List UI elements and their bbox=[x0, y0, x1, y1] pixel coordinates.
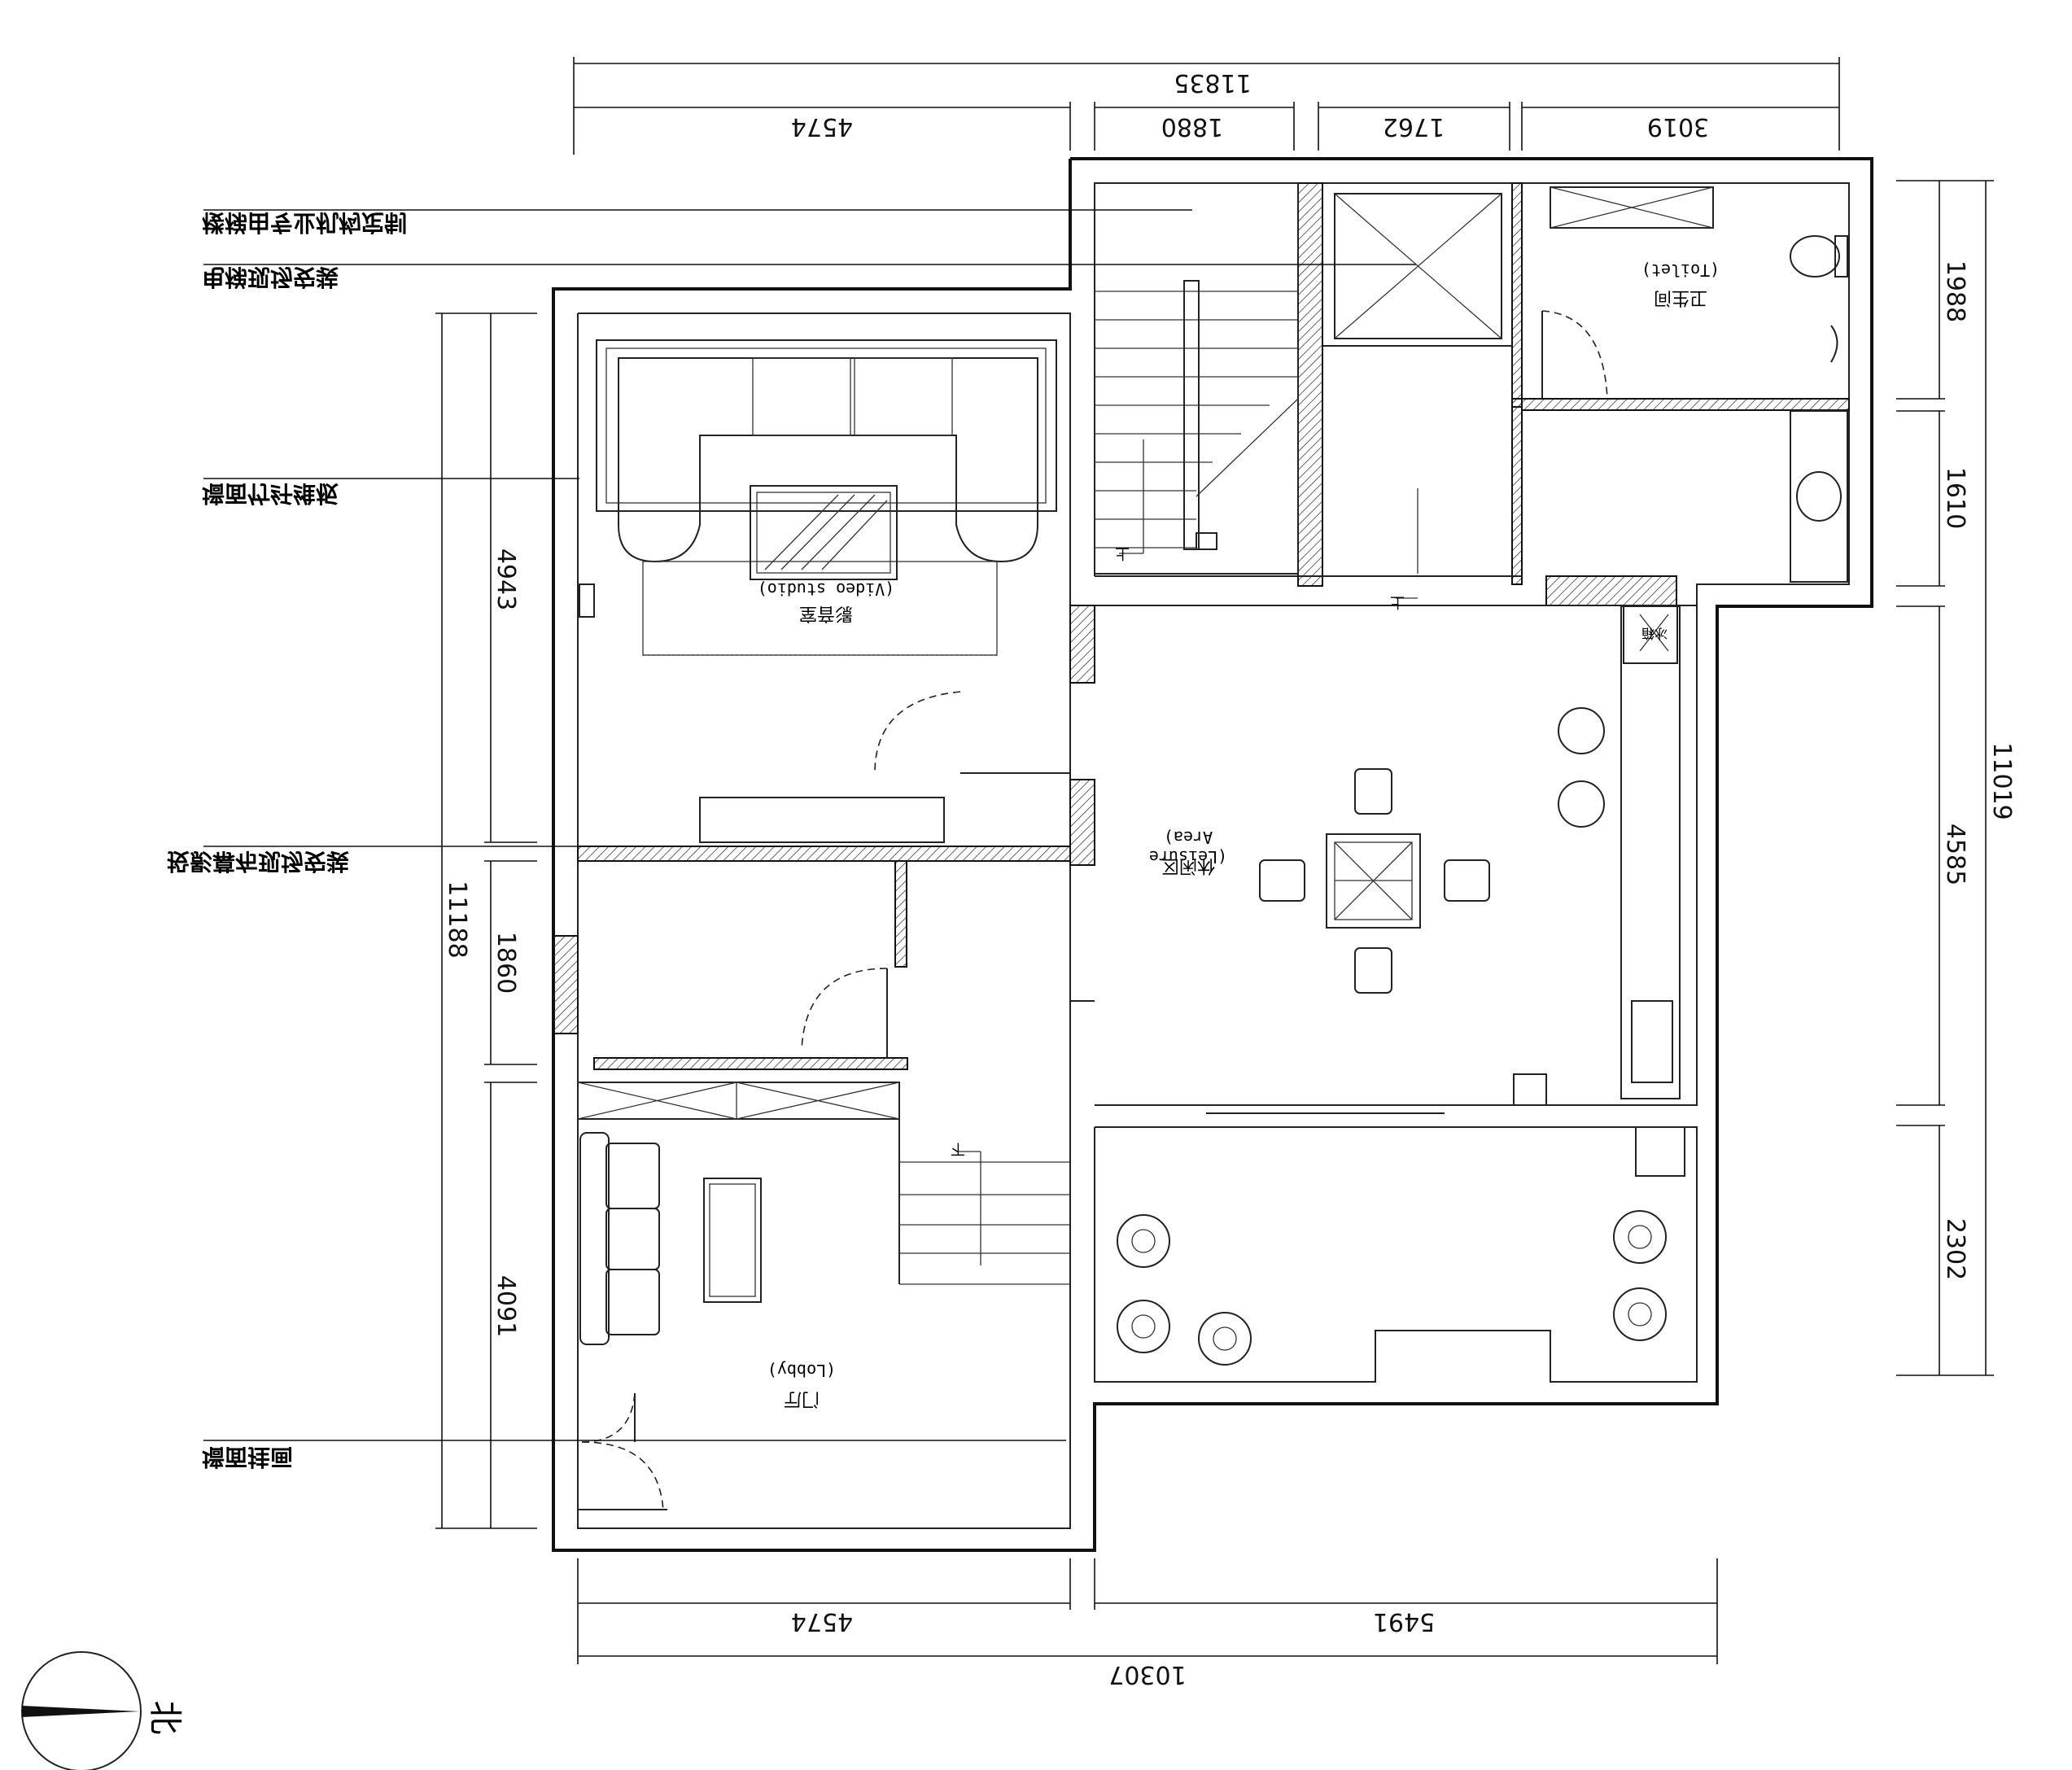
note-stairs: 楼梯由专业机构定制 bbox=[202, 209, 408, 236]
label-fridge: 冰箱 bbox=[1641, 626, 1668, 641]
compass-north-label: 北 bbox=[145, 1700, 186, 1735]
dim-bottom-total: 10307 bbox=[1108, 1660, 1186, 1689]
dim-right-2: 1610 bbox=[1941, 467, 1969, 529]
dim-left-1: 4943 bbox=[492, 548, 520, 610]
note-elevator: 电梯现场安装 bbox=[202, 264, 339, 291]
dim-bottom-1: 4574 bbox=[791, 1607, 853, 1636]
dim-right-1: 1988 bbox=[1941, 260, 1969, 322]
note-wall-board: 墙面竹纤维板 bbox=[202, 480, 339, 507]
leisure-furniture bbox=[1259, 614, 1669, 994]
leader-lines bbox=[203, 209, 1416, 1441]
dim-left-2: 1860 bbox=[492, 932, 520, 994]
label-lobby-cn: 门厅 bbox=[784, 1388, 820, 1409]
stair-mark-1: 上 bbox=[1115, 544, 1130, 562]
label-lobby-en: (Lobby) bbox=[767, 1361, 837, 1380]
elevator bbox=[1334, 193, 1502, 599]
balcony-plants bbox=[1117, 1210, 1667, 1366]
dim-top-2: 1880 bbox=[1161, 112, 1223, 141]
dim-top-total: 11835 bbox=[1174, 68, 1251, 97]
dim-top-3: 1762 bbox=[1383, 112, 1445, 141]
stairs-main bbox=[1094, 182, 1299, 575]
label-video-studio-en: (Video studio) bbox=[757, 579, 895, 599]
dim-left-total: 11188 bbox=[443, 881, 471, 958]
toilet-fixtures bbox=[1541, 186, 1848, 583]
dim-bottom-2: 5491 bbox=[1373, 1607, 1435, 1636]
dimension-lines bbox=[435, 57, 1994, 1664]
dim-top-1: 4574 bbox=[791, 112, 853, 141]
note-projection: 投影幕布现场安装 bbox=[167, 848, 350, 875]
stair-mark-3: 下 bbox=[951, 1140, 965, 1157]
dim-top-4: 3019 bbox=[1647, 112, 1709, 141]
dimension-labels: 11835 4574 1880 1762 3019 1988 1610 4585… bbox=[443, 68, 2016, 1689]
dim-right-4: 2302 bbox=[1941, 1218, 1969, 1280]
dim-right-total: 11019 bbox=[1987, 742, 2016, 819]
note-painting: 墙面挂画 bbox=[202, 1444, 294, 1471]
walls bbox=[552, 157, 1873, 1552]
lobby-furniture bbox=[577, 1082, 1070, 1512]
label-video-studio-cn: 影音室 bbox=[799, 603, 854, 623]
compass bbox=[21, 1651, 142, 1770]
label-toilet-cn: 卫生间 bbox=[1654, 287, 1708, 308]
label-toilet-en: (Toilet) bbox=[1641, 260, 1720, 280]
stair-mark-2: 上 bbox=[1390, 593, 1405, 610]
dim-left-3: 4091 bbox=[492, 1275, 520, 1337]
video-studio-furniture bbox=[579, 339, 1070, 843]
storage-room bbox=[801, 968, 888, 1058]
label-leisure-en: (Leisure Area) bbox=[1148, 828, 1228, 867]
dim-right-3: 4585 bbox=[1941, 824, 1969, 885]
